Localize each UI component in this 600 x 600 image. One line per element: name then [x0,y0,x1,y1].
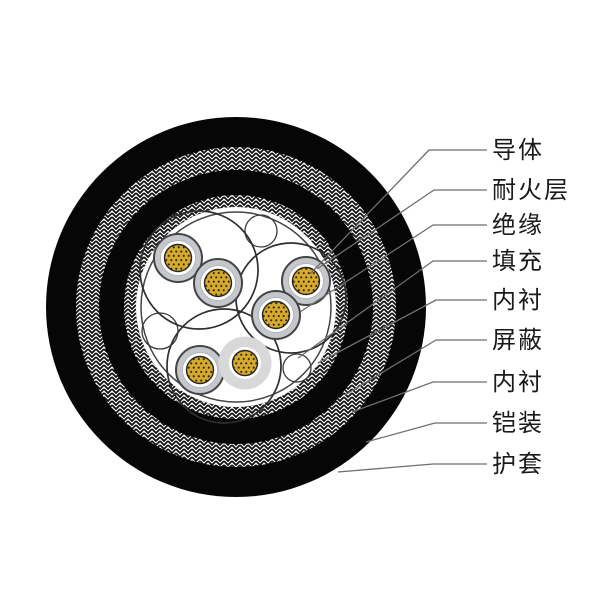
layer-label-insulation: 绝缘 [492,211,544,239]
layer-label-armor: 铠装 [492,409,544,437]
layer-label-inner-covering-2: 内衬 [492,368,544,396]
insulated-conductor [281,256,331,306]
pair-group-circle [166,308,282,424]
conductor-core [185,355,215,385]
conductor-core [163,243,193,273]
leader-line-armor [365,422,487,443]
insulated-conductor [153,233,203,283]
layer-label-shield: 屏蔽 [492,326,544,354]
leader-line-inner-covering-1 [317,299,487,364]
layer-label-sheath: 护套 [492,450,544,478]
leader-line-inner-covering-2 [351,381,487,413]
armor-layer [76,147,396,467]
conductor-core [261,300,291,330]
layer-label-conductor: 导体 [492,136,544,164]
conductor-core [291,266,321,296]
pair-group-circle [139,210,259,330]
leader-line-conductor [309,149,487,275]
insulated-conductor [193,258,243,308]
leader-line-filling [297,260,487,359]
layer-label-filling: 填充 [492,247,544,275]
conductor-core [203,268,233,298]
leader-line-insulation [299,224,487,313]
filler-circle [244,214,278,248]
filler-circle [282,353,312,383]
insulated-conductor [251,290,301,340]
leader-line-fire-resistant-layer [316,189,487,270]
fire-wrapped-conductor [218,336,272,390]
leader-line-shield [344,339,487,396]
shield-layer [124,195,348,419]
layer-label-inner-covering-1: 内衬 [492,286,544,314]
insulated-conductor [175,345,225,395]
layer-label-fire-resistant-layer: 耐火层 [492,176,570,204]
conductor-core [231,349,259,377]
leader-line-sheath [337,463,487,473]
